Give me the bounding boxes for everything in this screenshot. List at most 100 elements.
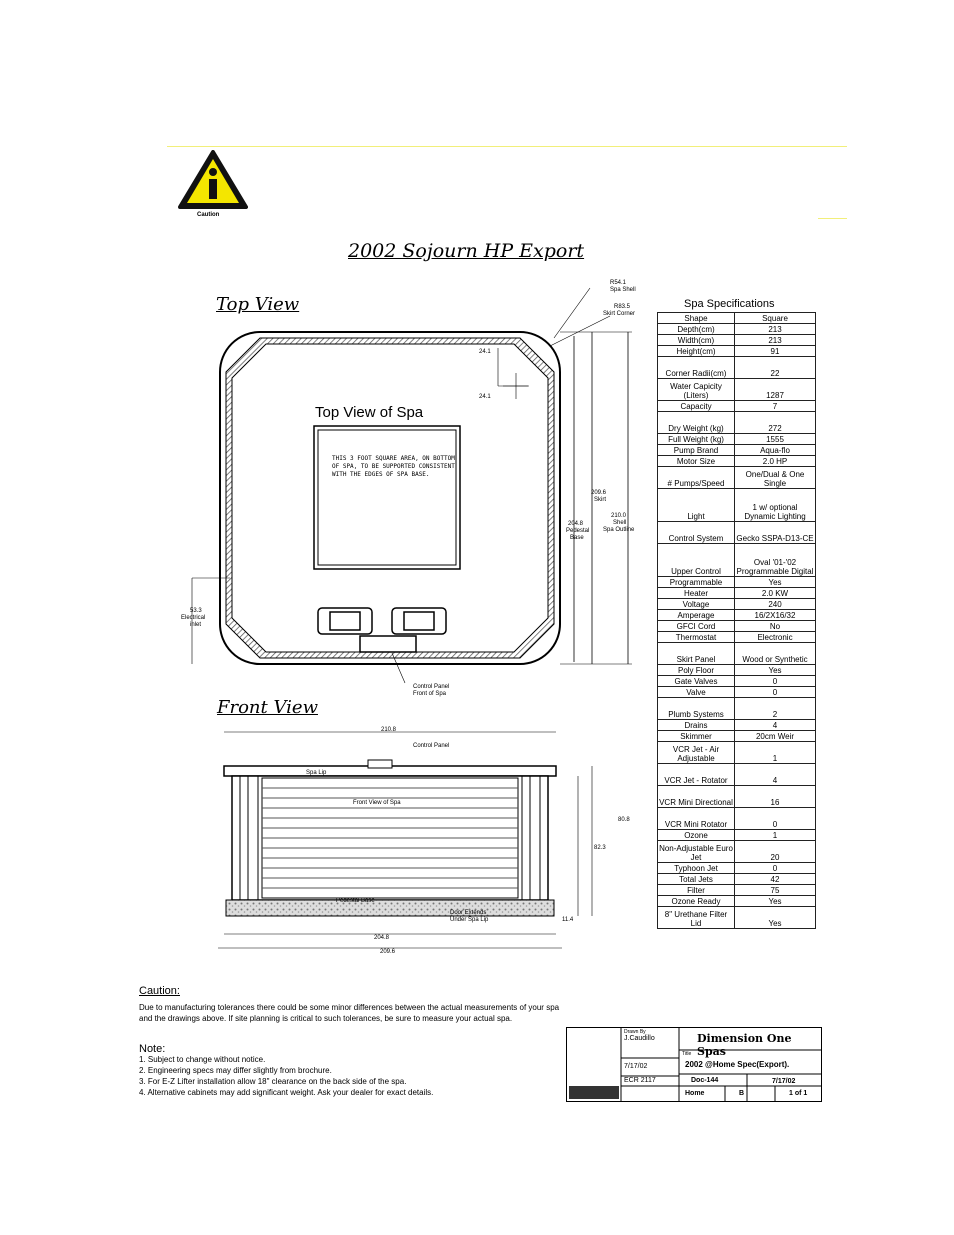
dim-r83: R83.5 — [614, 304, 631, 310]
spec-value: 1 — [734, 741, 816, 764]
spec-label: Drains — [657, 719, 735, 731]
spec-value: Yes — [734, 576, 816, 588]
spec-label: Ozone — [657, 829, 735, 841]
title-block-drawn-by: J.Caudillo — [624, 1035, 655, 1042]
spec-value: Electronic — [734, 631, 816, 643]
title-block-ecr: ECR 2117 — [624, 1077, 656, 1084]
spec-label: Total Jets — [657, 873, 735, 885]
caution-title: Caution: — [139, 985, 180, 997]
dim-r54: R54.1 — [610, 280, 627, 286]
spec-value: 213 — [734, 334, 816, 346]
spec-value: 0 — [734, 675, 816, 687]
spec-value: 4 — [734, 719, 816, 731]
front-view-drawing — [218, 731, 593, 949]
specs-title: Spa Specifications — [684, 298, 775, 310]
spec-value: Gecko SSPA-D13-CE — [734, 521, 816, 544]
spec-value: Aqua-flo — [734, 444, 816, 456]
spec-label: Upper Control — [657, 543, 735, 577]
spec-value: 0 — [734, 686, 816, 698]
top-view-of-spa-label: Top View of Spa — [315, 404, 424, 421]
spec-value: 7 — [734, 400, 816, 412]
dim-209-6: 209.6 — [591, 490, 607, 496]
spec-row: Depth(cm)213 — [657, 323, 816, 335]
title-block-rev: B — [739, 1090, 745, 1097]
spec-label: # Pumps/Speed — [657, 466, 735, 489]
front-dim-204-8: 204.8 — [374, 935, 390, 941]
header-rule-short — [818, 218, 847, 219]
dim-210-0: 210.0 — [611, 513, 627, 519]
spec-label: Corner Radii(cm) — [657, 356, 735, 379]
spec-label: Poly Floor — [657, 664, 735, 676]
spec-value: Wood or Synthetic — [734, 642, 816, 665]
title-block: Drawn By J.Caudillo Dimension One Spas 7… — [566, 1027, 822, 1102]
spec-value: 1287 — [734, 378, 816, 401]
spec-value: 42 — [734, 873, 816, 885]
note-item: 4. Alternative cabinets may add signific… — [139, 1088, 434, 1097]
spec-value: 2.0 HP — [734, 455, 816, 467]
note-item: 2. Engineering specs may differ slightly… — [139, 1066, 332, 1075]
title-block-date1: 7/17/02 — [624, 1063, 648, 1070]
title-block-drawn-by-label: Drawn By — [624, 1029, 646, 1035]
dim-204-8-sub1: Pedestal — [566, 528, 590, 534]
spec-label: Ozone Ready — [657, 895, 735, 907]
spec-label: Light — [657, 488, 735, 522]
top-view-title: Top View — [216, 294, 300, 315]
spec-label: Filter — [657, 884, 735, 896]
front-view-title: Front View — [217, 697, 318, 718]
top-view-drawing — [191, 287, 632, 684]
title-block-sheet: 1 of 1 — [789, 1090, 808, 1097]
spec-label: Motor Size — [657, 455, 735, 467]
spec-value: 4 — [734, 763, 816, 786]
title-block-doc: Doc-144 — [691, 1077, 719, 1084]
spec-value: 91 — [734, 345, 816, 357]
under-spa-lip-label: Under Spa Lip — [450, 917, 489, 923]
spec-label: Skimmer — [657, 730, 735, 742]
spec-value: 2 — [734, 697, 816, 720]
spec-label: Programmable — [657, 576, 735, 588]
spec-label: Plumb Systems — [657, 697, 735, 720]
spa-lip-label: Spa Lip — [306, 770, 327, 776]
spec-value: 213 — [734, 323, 816, 335]
notes-list: 1. Subject to change without notice. 2. … — [139, 1054, 569, 1098]
caution-label: Caution — [197, 212, 220, 218]
spec-label: Dry Weight (kg) — [657, 411, 735, 434]
square-area-note: THIS 3 FOOT SQUARE AREA, ON BOTTOM OF SP… — [332, 455, 455, 478]
spec-label: Water Capicity (Liters) — [657, 378, 735, 401]
spec-value: 0 — [734, 862, 816, 874]
spec-label: Typhoon Jet — [657, 862, 735, 874]
spec-value: Yes — [734, 664, 816, 676]
spec-value: 20cm Weir — [734, 730, 816, 742]
dim-24-1-a: 24.1 — [479, 349, 491, 355]
dim-204-8-sub2: Base — [570, 535, 584, 541]
spec-label: VCR Jet - Air Adjustable — [657, 741, 735, 764]
spec-row: Dry Weight (kg)272 — [657, 411, 816, 434]
spec-value: 1555 — [734, 433, 816, 445]
spec-value: 240 — [734, 598, 816, 610]
spec-label: Width(cm) — [657, 334, 735, 346]
spec-value: 22 — [734, 356, 816, 379]
spec-label: VCR Jet - Rotator — [657, 763, 735, 786]
pedestal-base-label: Pedestal Base — [336, 898, 375, 904]
title-block-title-label: Title — [682, 1051, 692, 1057]
front-view-of-spa-label: Front View of Spa — [353, 800, 401, 806]
note-title: Note: — [139, 1043, 166, 1055]
header-rule — [167, 146, 847, 147]
